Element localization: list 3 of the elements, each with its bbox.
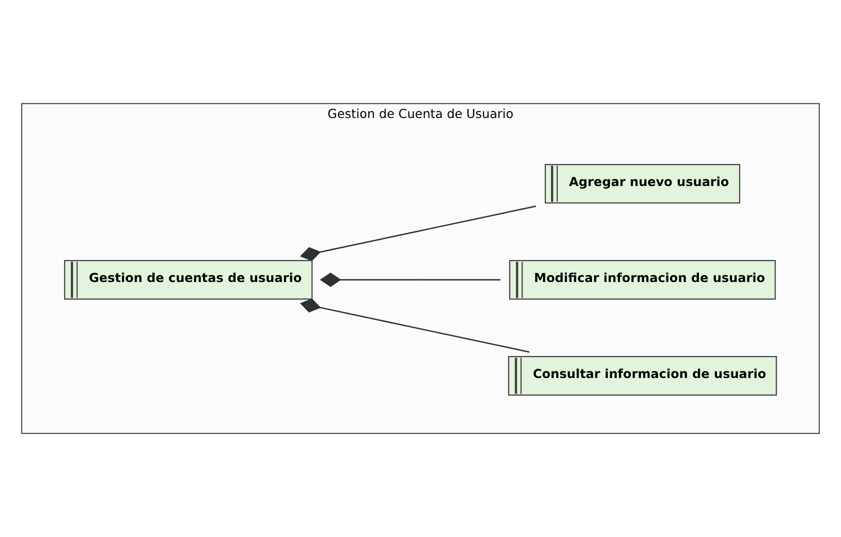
connector bbox=[320, 272, 500, 287]
connector bbox=[300, 206, 536, 262]
connector bbox=[300, 298, 530, 353]
